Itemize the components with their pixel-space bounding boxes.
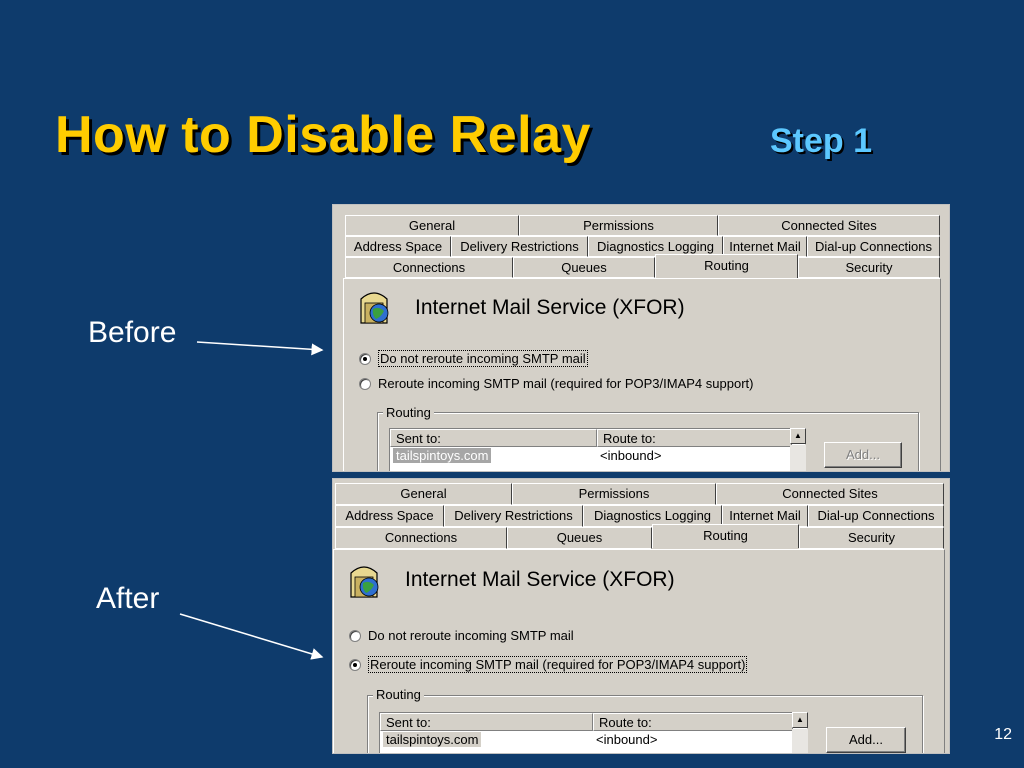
after-arrow	[179, 613, 324, 660]
tab-routing[interactable]: Routing	[652, 524, 799, 548]
tab-routing[interactable]: Routing	[655, 254, 798, 278]
tab-delivery-restrictions[interactable]: Delivery Restrictions	[444, 505, 583, 527]
scroll-up-icon[interactable]: ▲	[792, 712, 808, 728]
tab-dialup-connections[interactable]: Dial-up Connections	[807, 236, 940, 257]
service-title: Internet Mail Service (XFOR)	[415, 296, 685, 319]
tab-general[interactable]: General	[335, 483, 512, 505]
mail-service-icon	[360, 292, 389, 324]
tab-content-frame	[343, 278, 941, 471]
table-row[interactable]: tailspintoys.com <inbound>	[380, 731, 806, 749]
col-route-to[interactable]: Route to:	[597, 429, 792, 447]
tab-row-3: Connections Queues Routing Security	[335, 524, 944, 549]
tab-permissions[interactable]: Permissions	[512, 483, 716, 505]
col-sent-to[interactable]: Sent to:	[380, 713, 593, 731]
option-no-reroute-label: Do not reroute incoming SMTP mail	[378, 350, 588, 367]
row-sent-to: tailspintoys.com	[383, 732, 482, 747]
col-route-to[interactable]: Route to:	[593, 713, 793, 731]
service-title: Internet Mail Service (XFOR)	[405, 568, 675, 591]
tab-general[interactable]: General	[345, 215, 519, 236]
tab-content-frame	[333, 549, 945, 753]
routing-list-header: Sent to: Route to:	[390, 429, 804, 447]
tab-internet-mail[interactable]: Internet Mail	[722, 505, 808, 527]
option-reroute-label: Reroute incoming SMTP mail (required for…	[368, 656, 748, 673]
tab-permissions[interactable]: Permissions	[519, 215, 718, 236]
routing-groupbox	[377, 412, 919, 471]
tab-row-3: Connections Queues Routing Security	[345, 254, 940, 278]
scrollbar-track[interactable]	[792, 729, 808, 753]
tab-row-2: Address Space Delivery Restrictions Diag…	[345, 236, 940, 257]
option-reroute-label: Reroute incoming SMTP mail (required for…	[378, 376, 754, 391]
before-arrow	[196, 341, 324, 356]
after-dialog: General Permissions Connected Sites Addr…	[332, 478, 950, 754]
row-sent-to: tailspintoys.com	[393, 448, 492, 463]
tab-queues[interactable]: Queues	[507, 527, 652, 549]
row-route-to: <inbound>	[596, 732, 658, 747]
radio-reroute[interactable]	[349, 658, 361, 671]
table-row[interactable]: tailspintoys.com <inbound>	[390, 447, 804, 465]
routing-groupbox	[367, 695, 923, 753]
option-reroute[interactable]: Reroute incoming SMTP mail (required for…	[359, 376, 753, 391]
tab-security[interactable]: Security	[798, 257, 940, 278]
routing-group-label: Routing	[383, 405, 434, 420]
tab-row-2: Address Space Delivery Restrictions Diag…	[335, 505, 944, 527]
page-number: 12	[994, 726, 1012, 743]
tab-security[interactable]: Security	[799, 527, 944, 549]
tab-connected-sites[interactable]: Connected Sites	[716, 483, 944, 505]
slide-title: How to Disable Relay	[55, 106, 591, 164]
option-no-reroute-label: Do not reroute incoming SMTP mail	[368, 628, 574, 643]
tab-connections[interactable]: Connections	[335, 527, 507, 549]
tab-delivery-restrictions[interactable]: Delivery Restrictions	[451, 236, 588, 257]
tab-connections[interactable]: Connections	[345, 257, 513, 278]
step-label: Step 1	[770, 122, 873, 160]
tab-queues[interactable]: Queues	[513, 257, 655, 278]
row-route-to: <inbound>	[600, 448, 662, 463]
radio-no-reroute[interactable]	[359, 352, 371, 365]
tab-diagnostics-logging[interactable]: Diagnostics Logging	[583, 505, 722, 527]
radio-no-reroute[interactable]	[349, 629, 361, 642]
before-dialog: General Permissions Connected Sites Addr…	[332, 204, 950, 472]
add-button[interactable]: Add...	[824, 442, 902, 468]
routing-list[interactable]: Sent to: Route to: tailspintoys.com <inb…	[379, 712, 807, 753]
scroll-up-icon[interactable]: ▲	[790, 428, 806, 444]
tab-row-1: General Permissions Connected Sites	[345, 215, 940, 236]
option-no-reroute[interactable]: Do not reroute incoming SMTP mail	[359, 350, 588, 367]
option-reroute[interactable]: Reroute incoming SMTP mail (required for…	[349, 656, 748, 673]
tab-row-1: General Permissions Connected Sites	[335, 483, 944, 505]
scrollbar-track[interactable]	[790, 445, 806, 471]
tab-dialup-connections[interactable]: Dial-up Connections	[808, 505, 944, 527]
radio-reroute[interactable]	[359, 377, 371, 390]
col-sent-to[interactable]: Sent to:	[390, 429, 597, 447]
mail-service-icon	[350, 566, 379, 598]
option-no-reroute[interactable]: Do not reroute incoming SMTP mail	[349, 628, 574, 643]
routing-list[interactable]: Sent to: Route to: tailspintoys.com <inb…	[389, 428, 805, 471]
tab-address-space[interactable]: Address Space	[335, 505, 444, 527]
tab-address-space[interactable]: Address Space	[345, 236, 451, 257]
add-button[interactable]: Add...	[826, 727, 906, 753]
routing-group-label: Routing	[373, 687, 424, 702]
routing-list-header: Sent to: Route to:	[380, 713, 806, 731]
before-label: Before	[88, 316, 177, 349]
tab-connected-sites[interactable]: Connected Sites	[718, 215, 940, 236]
after-label: After	[96, 582, 160, 615]
